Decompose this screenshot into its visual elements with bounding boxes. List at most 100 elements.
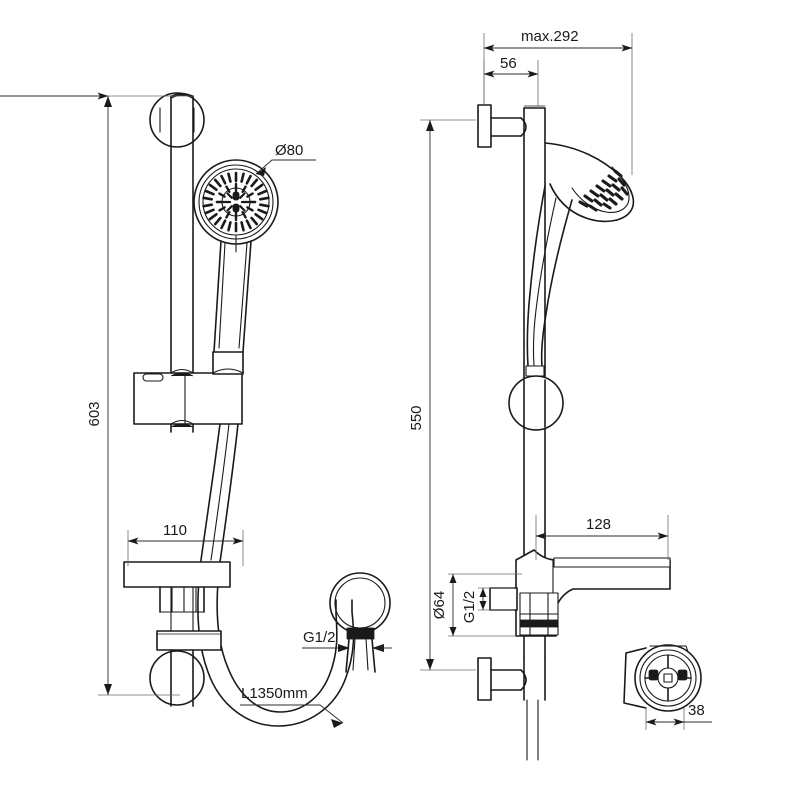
- shower-hose-front: [197, 423, 355, 727]
- rail-mid-lower: [170, 586, 194, 632]
- slider-top-collar: [170, 368, 194, 374]
- dim-550-arrow-top: [426, 120, 434, 131]
- handle-right-highlight: [238, 242, 248, 349]
- handset-side-seam: [532, 197, 557, 367]
- label-d80-text: Ø80: [275, 142, 303, 159]
- leader-hose-length: [240, 704, 344, 724]
- leader-hose-length-arrow: [331, 719, 343, 728]
- handset-cradle: [212, 351, 244, 375]
- cradle-collar: [212, 368, 244, 374]
- hand-shower-handle-front: [213, 235, 252, 353]
- dim-603-arrow-top: [104, 96, 112, 107]
- rail-top-dark: [170, 92, 194, 97]
- slider-top-shade: [170, 372, 194, 377]
- bottom-wall-rosette: [149, 650, 205, 706]
- lower-collar-ring: [156, 630, 222, 651]
- dimension-38: 38: [645, 702, 712, 730]
- top-bracket-arm: [490, 117, 522, 137]
- dim-d64-arrow-top: [449, 574, 457, 583]
- side-elevation-view: max.292 56 550 128: [408, 28, 671, 761]
- detail-square-socket: [663, 673, 673, 683]
- shower-nozzle-ring-inner: [215, 182, 257, 222]
- dim-603-arrow-bottom: [104, 684, 112, 695]
- dim-38-text: 38: [688, 702, 705, 719]
- dimension-d64: Ø64: [431, 573, 522, 637]
- dimension-max292: max.292: [483, 28, 633, 175]
- detail-pad-left: [648, 669, 659, 681]
- hand-shower-head-front: [193, 159, 279, 245]
- label-hose-length: L1350mm: [240, 685, 344, 728]
- top-wall-plate: [477, 104, 492, 148]
- detail-mid-circle: [639, 649, 697, 707]
- lower-wall-bracket-front: [123, 561, 231, 707]
- slider-clamp-lever: [142, 373, 164, 382]
- dimension-550: 550: [408, 119, 476, 671]
- top-wall-bracket-side: [477, 104, 527, 148]
- bracket-stem-ribs: [171, 586, 197, 613]
- bottom-bracket-knuckle: [520, 669, 527, 691]
- dim-g12-arrow-top: [479, 588, 487, 597]
- hose-center-hint: [210, 423, 230, 561]
- dimension-g12-side: G1/2: [461, 587, 514, 623]
- top-wall-rosette: [149, 92, 205, 148]
- hose-inner-curve: [216, 423, 338, 713]
- leader-d80-arrow: [256, 167, 266, 176]
- side-rail-bottom: [523, 657, 546, 701]
- slider-bottom-collar: [170, 419, 194, 425]
- lever-handle-top: [553, 557, 671, 568]
- hose-outer-curve: [197, 423, 355, 727]
- label-head-diameter: Ø80: [255, 142, 316, 176]
- dimension-128: 128: [535, 515, 669, 560]
- hose-end-connector-front: [329, 572, 391, 673]
- rosette-slot-top: [232, 191, 240, 201]
- front-elevation-view: 603 110 Ø80 G1/2 L1350mm: [0, 92, 392, 728]
- slider-holder-side: [508, 375, 564, 431]
- handset-side-left-edge: [526, 185, 546, 367]
- bottom-bracket-arm: [490, 669, 522, 691]
- handle-left-edge: [213, 240, 222, 353]
- slider-bottom-shade: [170, 423, 194, 428]
- cartridge-shade: [519, 619, 559, 628]
- detail-pad-right: [677, 669, 688, 681]
- dimension-110: 110: [127, 522, 244, 566]
- dim-g12-front-arrow-left: [338, 644, 350, 652]
- top-bracket-knuckle: [520, 117, 527, 137]
- leader-d80: [255, 159, 316, 175]
- detail-top-tab: [649, 645, 689, 653]
- shower-nozzle-ring-outer: [202, 171, 270, 233]
- dimension-56: 56: [483, 55, 539, 108]
- shower-head-side-rim: [571, 166, 630, 213]
- detail-side-flange: [623, 647, 647, 709]
- label-hose-length-text: L1350mm: [241, 685, 308, 702]
- dim-d64-text: Ø64: [431, 591, 448, 619]
- handle-left-highlight: [218, 242, 226, 349]
- rosette-slot-bottom: [232, 203, 240, 213]
- rosette-side-marks: [159, 107, 195, 133]
- shower-head-side-edge: [549, 183, 587, 219]
- hand-shower-side: [525, 142, 635, 377]
- dim-d64-arrow-bottom: [449, 627, 457, 636]
- bottom-wall-plate: [477, 657, 492, 701]
- bracket-plate: [123, 561, 231, 588]
- dim-g12-arrow-bottom: [479, 601, 487, 610]
- g12-nut: [346, 627, 375, 640]
- dim-550-arrow-bottom: [426, 659, 434, 670]
- handset-side-right-edge: [540, 199, 573, 367]
- shower-head-side-nozzles: [578, 169, 629, 212]
- cartridge-ribs: [529, 592, 549, 636]
- dimension-603: 603: [0, 92, 190, 696]
- slider-rail-through: [523, 379, 546, 428]
- dim-292-text: max.292: [521, 28, 579, 45]
- dim-550-text: 550: [408, 405, 425, 430]
- hose-tail-edges: [345, 638, 376, 673]
- mixer-valve-side: [489, 549, 671, 637]
- label-hose-thread-front: G1/2: [302, 629, 392, 652]
- dim-128-text: 128: [586, 516, 611, 533]
- bracket-stem-sides: [159, 586, 205, 613]
- label-g12-front-text: G1/2: [303, 629, 336, 646]
- handset-side-ferrule: [525, 365, 545, 377]
- dim-110-text: 110: [163, 522, 187, 539]
- handle-right-edge: [242, 240, 252, 353]
